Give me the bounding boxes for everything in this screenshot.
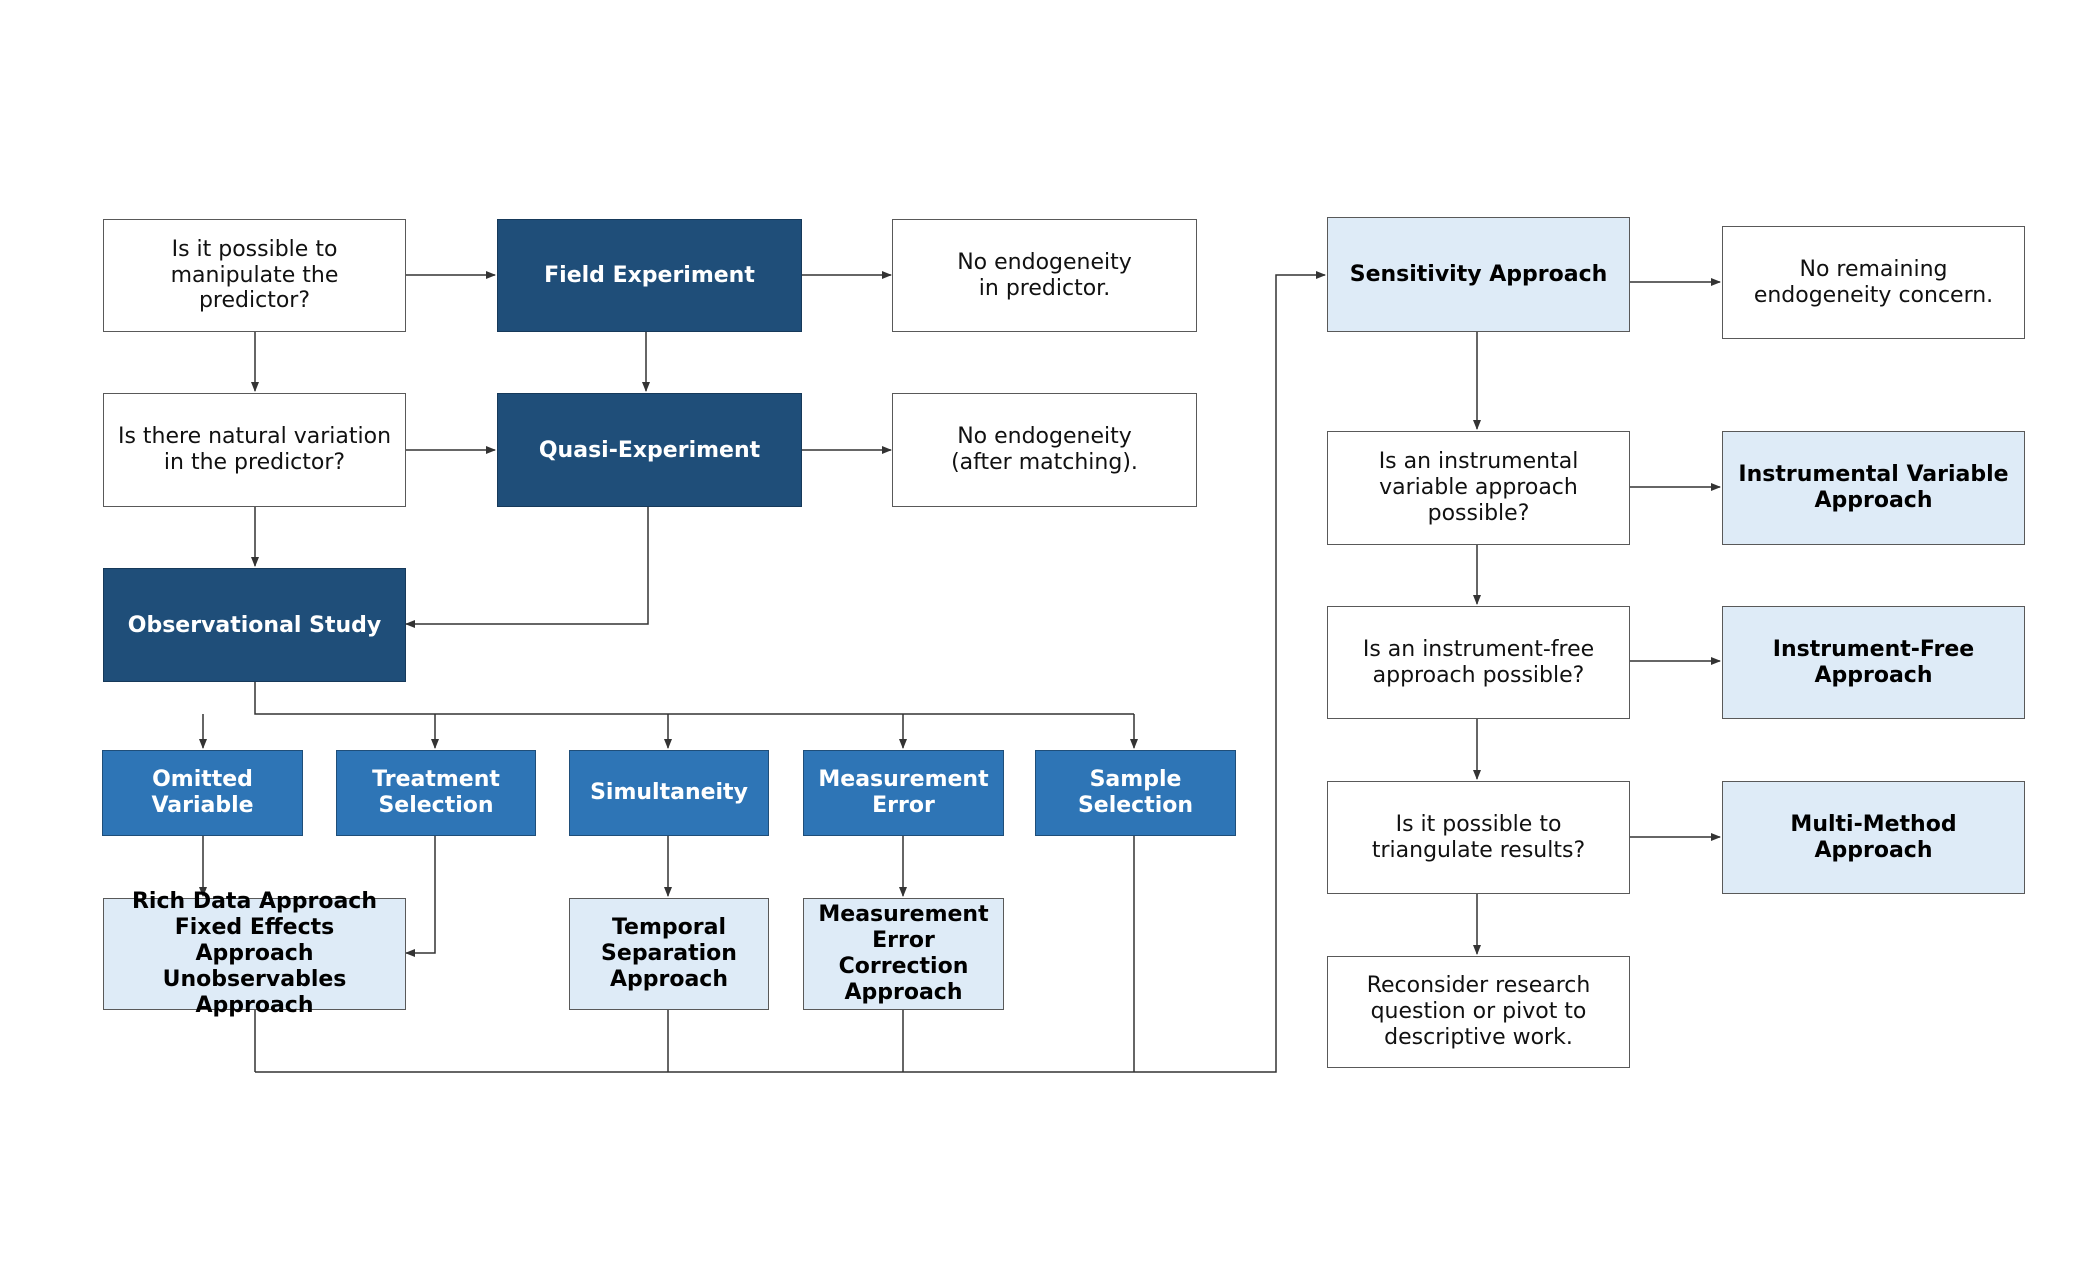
measurement-error-correction-label: Measurement Error Correction Approach xyxy=(818,902,989,1005)
edge-observational-branch xyxy=(254,682,1134,715)
edge-collector-to-sensitivity xyxy=(255,271,1326,1073)
question-natural-variation: Is there natural variation in the predic… xyxy=(103,393,406,507)
question-instrumental-variable-label: Is an instrumental variable approach pos… xyxy=(1378,449,1579,526)
rich-data-approach-box: Rich Data Approach Fixed Effects Approac… xyxy=(103,889,406,1018)
edge-quasi-to-observational xyxy=(405,507,649,628)
no-endogeneity-predictor-box: No endogeneity in predictor. xyxy=(892,219,1197,332)
question-manipulate-predictor-label: Is it possible to manipulate the predict… xyxy=(170,236,339,314)
instrument-free-approach-label: Instrument-Free Approach xyxy=(1772,636,1975,688)
omitted-variable-label: Omitted Variable xyxy=(151,767,254,818)
simultaneity-box: Simultaneity xyxy=(569,750,769,836)
no-endogeneity-predictor-label: No endogeneity in predictor. xyxy=(957,249,1132,301)
measurement-error-box: Measurement Error xyxy=(803,750,1004,836)
observational-study-box: Observational Study xyxy=(103,568,406,682)
question-manipulate-predictor: Is it possible to manipulate the predict… xyxy=(103,219,406,332)
question-triangulate: Is it possible to triangulate results? xyxy=(1327,781,1630,894)
omitted-variable-box: Omitted Variable xyxy=(102,750,303,836)
reconsider-research-label: Reconsider research question or pivot to… xyxy=(1366,973,1591,1050)
quasi-experiment-box: Quasi-Experiment xyxy=(497,393,802,507)
treatment-selection-box: Treatment Selection xyxy=(336,750,536,836)
temporal-separation-label: Temporal Separation Approach xyxy=(601,915,737,992)
no-remaining-concern-box: No remaining endogeneity concern. xyxy=(1722,226,2025,339)
no-endogeneity-matching-label: No endogeneity (after matching). xyxy=(951,424,1138,475)
question-instrumental-variable: Is an instrumental variable approach pos… xyxy=(1327,431,1630,545)
multi-method-approach-box: Multi-Method Approach xyxy=(1722,781,2025,894)
treatment-selection-label: Treatment Selection xyxy=(372,767,500,818)
no-endogeneity-matching-box: No endogeneity (after matching). xyxy=(892,393,1197,507)
question-instrument-free: Is an instrument-free approach possible? xyxy=(1327,606,1630,719)
question-instrument-free-label: Is an instrument-free approach possible? xyxy=(1362,636,1595,688)
quasi-experiment-label: Quasi-Experiment xyxy=(538,437,761,463)
reconsider-research-box: Reconsider research question or pivot to… xyxy=(1327,956,1630,1068)
question-natural-variation-label: Is there natural variation in the predic… xyxy=(117,424,392,475)
temporal-separation-box: Temporal Separation Approach xyxy=(569,898,769,1010)
field-experiment-box: Field Experiment xyxy=(497,219,802,332)
sample-selection-box: Sample Selection xyxy=(1035,750,1236,836)
instrument-free-approach-box: Instrument-Free Approach xyxy=(1722,606,2025,719)
rich-data-approach-label: Rich Data Approach Fixed Effects Approac… xyxy=(131,889,377,1018)
simultaneity-label: Simultaneity xyxy=(590,780,748,806)
instrumental-variable-approach-box: Instrumental Variable Approach xyxy=(1722,431,2025,545)
measurement-error-label: Measurement Error xyxy=(818,767,989,818)
question-triangulate-label: Is it possible to triangulate results? xyxy=(1371,811,1586,863)
sensitivity-approach-label: Sensitivity Approach xyxy=(1349,261,1608,287)
edge-treatment-to-rich xyxy=(405,836,436,957)
sample-selection-label: Sample Selection xyxy=(1077,767,1194,818)
instrumental-variable-approach-label: Instrumental Variable Approach xyxy=(1738,462,2009,513)
measurement-error-correction-box: Measurement Error Correction Approach xyxy=(803,898,1004,1010)
observational-study-label: Observational Study xyxy=(127,612,382,638)
no-remaining-concern-label: No remaining endogeneity concern. xyxy=(1753,256,1994,308)
multi-method-approach-label: Multi-Method Approach xyxy=(1790,811,1957,863)
sensitivity-approach-box: Sensitivity Approach xyxy=(1327,217,1630,332)
field-experiment-label: Field Experiment xyxy=(544,263,755,288)
